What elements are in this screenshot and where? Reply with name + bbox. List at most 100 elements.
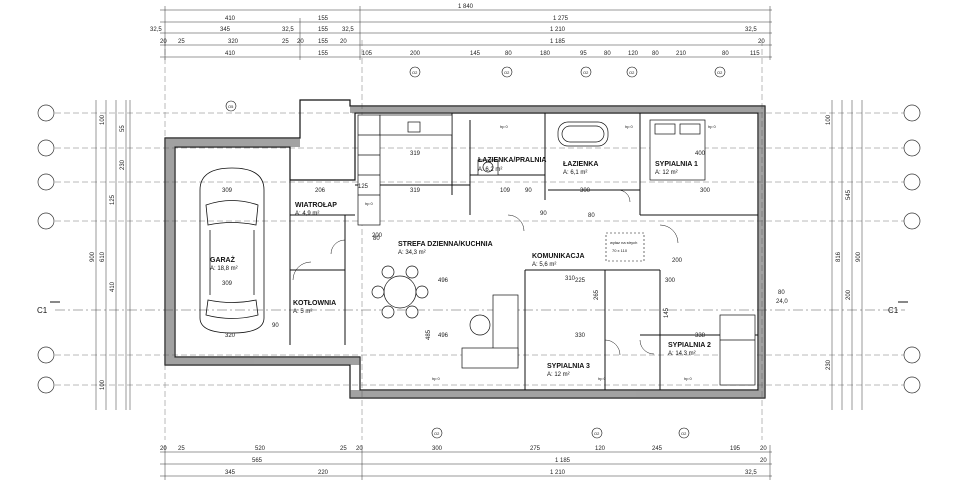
bot-dim-r1-10: 20 [760,446,767,452]
int-dim-12: 200 [672,258,683,264]
small-label-4: hp 0 [598,376,607,381]
int-dim-18: 90 [525,188,532,194]
top-dim-r2-2: 1 275 [553,16,569,22]
room-labels: GARAŻ A: 18,8 m² WIATROŁAP A: 4,9 m² KOT… [210,157,711,378]
left-vert-dim-7: 230 [120,159,126,170]
int-dim-24: 485 [426,329,432,340]
right-vert-dim-7: 100 [826,114,832,125]
column-mark-5: O5 [228,104,234,109]
small-label-3: hp 0 [432,376,441,381]
left-vert-dim-3: 125 [110,194,116,205]
small-annotations: hp 0 hp 0 hp 0 hp 0 hp 0 hp 0 hp 0 wyłaz… [365,124,717,381]
int-dim-13: 200 [372,233,383,239]
int-dim-20: 80 [588,213,595,219]
bot-dim-r1-7: 120 [595,446,606,452]
int-dim-10: 300 [665,278,676,284]
room-area-bedroom3: A: 12 m² [547,372,570,378]
top-dim-r5-6: 180 [540,51,551,57]
top-dim-r3-3: 155 [318,27,329,33]
bathtub-icon [557,121,609,147]
bot-dim-r1-4: 20 [356,446,363,452]
room-name-boiler: KOTŁOWNIA [293,300,336,307]
int-dim-26: 145 [664,307,670,318]
wall-hatch [165,106,765,398]
left-vert-dim-1: 610 [100,251,106,262]
left-vert-dim-0: 900 [90,251,96,262]
top-dim-r5-10: 80 [652,51,659,57]
room-name-vestibule: WIATROŁAP [295,202,337,209]
top-dim-r5-4: 145 [470,51,481,57]
column-mark-0: O2 [412,70,418,75]
bot-dim-r1-1: 25 [178,446,185,452]
section-mark-right: C1 [888,306,899,315]
top-dim-r3-4: 32,5 [342,27,354,33]
bot-dim-r3-0: 345 [225,470,236,476]
room-name-bathroom: ŁAZIENKA [563,161,598,168]
room-area-living: A: 34,3 m² [398,250,426,256]
top-dim-r2-1: 155 [318,16,329,22]
wardrobe-icon [719,314,756,386]
top-dim-r5-7: 95 [580,51,587,57]
int-dim-22: 225 [575,278,586,284]
int-dim-27: 90 [272,323,279,329]
top-dim-total: 1 840 [458,4,474,10]
bot-dim-r2-0: 565 [252,458,263,464]
top-dim-r4-6: 20 [340,39,347,45]
bot-dim-r1-3: 25 [340,446,347,452]
small-label-2: hp 0 [708,124,717,129]
int-dim-14: 330 [575,333,586,339]
int-dim-9: 300 [580,188,591,194]
room-area-bathroom: A: 6,1 m² [563,170,587,176]
section-mark-left: C1 [37,306,48,315]
bot-dim-r3-2: 1 210 [550,470,566,476]
bot-dim-r2-2: 20 [760,458,767,464]
room-area-bedroom2: A: 14,3 m² [668,351,696,357]
column-mark-8: O2 [681,431,687,436]
top-dim-r5-2: 105 [362,51,373,57]
column-mark-3: O2 [629,70,635,75]
top-dim-r5-13: 115 [750,51,760,57]
right-vert-dim-2: 816 [836,251,842,262]
small-label-5: hp 0 [684,376,693,381]
int-dim-21: 90 [540,211,547,217]
room-name-bedroom3: SYPIALNIA 3 [547,363,590,370]
top-dim-r3-1: 345 [220,27,231,33]
bed-icon [649,119,706,181]
right-vert-dim-1: 545 [846,189,852,200]
room-name-hall: KOMUNIKACJA [532,253,585,260]
small-label-0: hp 0 [500,124,509,129]
bot-dim-r1-9: 195 [730,446,741,452]
right-vert-dim-6: 230 [826,359,832,370]
grid-circles-left [37,104,55,394]
top-dim-r4-1: 25 [178,39,185,45]
small-label-6: hp 0 [365,201,374,206]
int-dim-19: 80 [373,236,380,242]
vertical-dimension-lines [95,100,863,410]
int-dim-16: 125 [358,184,369,190]
int-dim-0: 319 [410,151,421,157]
column-mark-circles [225,66,726,439]
room-name-bedroom2: SYPIALNIA 2 [668,342,711,349]
top-dim-r4-5: 155 [318,39,329,45]
column-mark-6: O2 [434,431,440,436]
room-area-bedroom1: A: 12 m² [655,170,678,176]
int-dim-17: 109 [500,188,511,194]
top-dim-r3-2: 32,5 [282,27,294,33]
int-dim-5: 206 [315,188,326,194]
int-dim-11: 338 [695,333,706,339]
top-dim-r5-11: 210 [676,51,687,57]
car-icon [199,167,265,334]
room-area-vestibule: A: 4,9 m² [295,211,319,217]
grid-circles-right [903,104,921,394]
top-dim-r4-4: 20 [297,39,304,45]
bot-dim-r1-6: 275 [530,446,541,452]
top-dim-r3-5: 1 210 [550,27,566,33]
small-label-7: wyłaz na strych [610,240,637,245]
top-dim-r5-5: 80 [505,51,512,57]
top-dim-r5-9: 120 [628,51,639,57]
room-name-garage: GARAŻ [210,256,236,264]
top-dim-r2-0: 410 [225,16,236,22]
small-label-1: hp 0 [625,124,634,129]
room-area-boiler: A: 5 m² [293,309,312,315]
